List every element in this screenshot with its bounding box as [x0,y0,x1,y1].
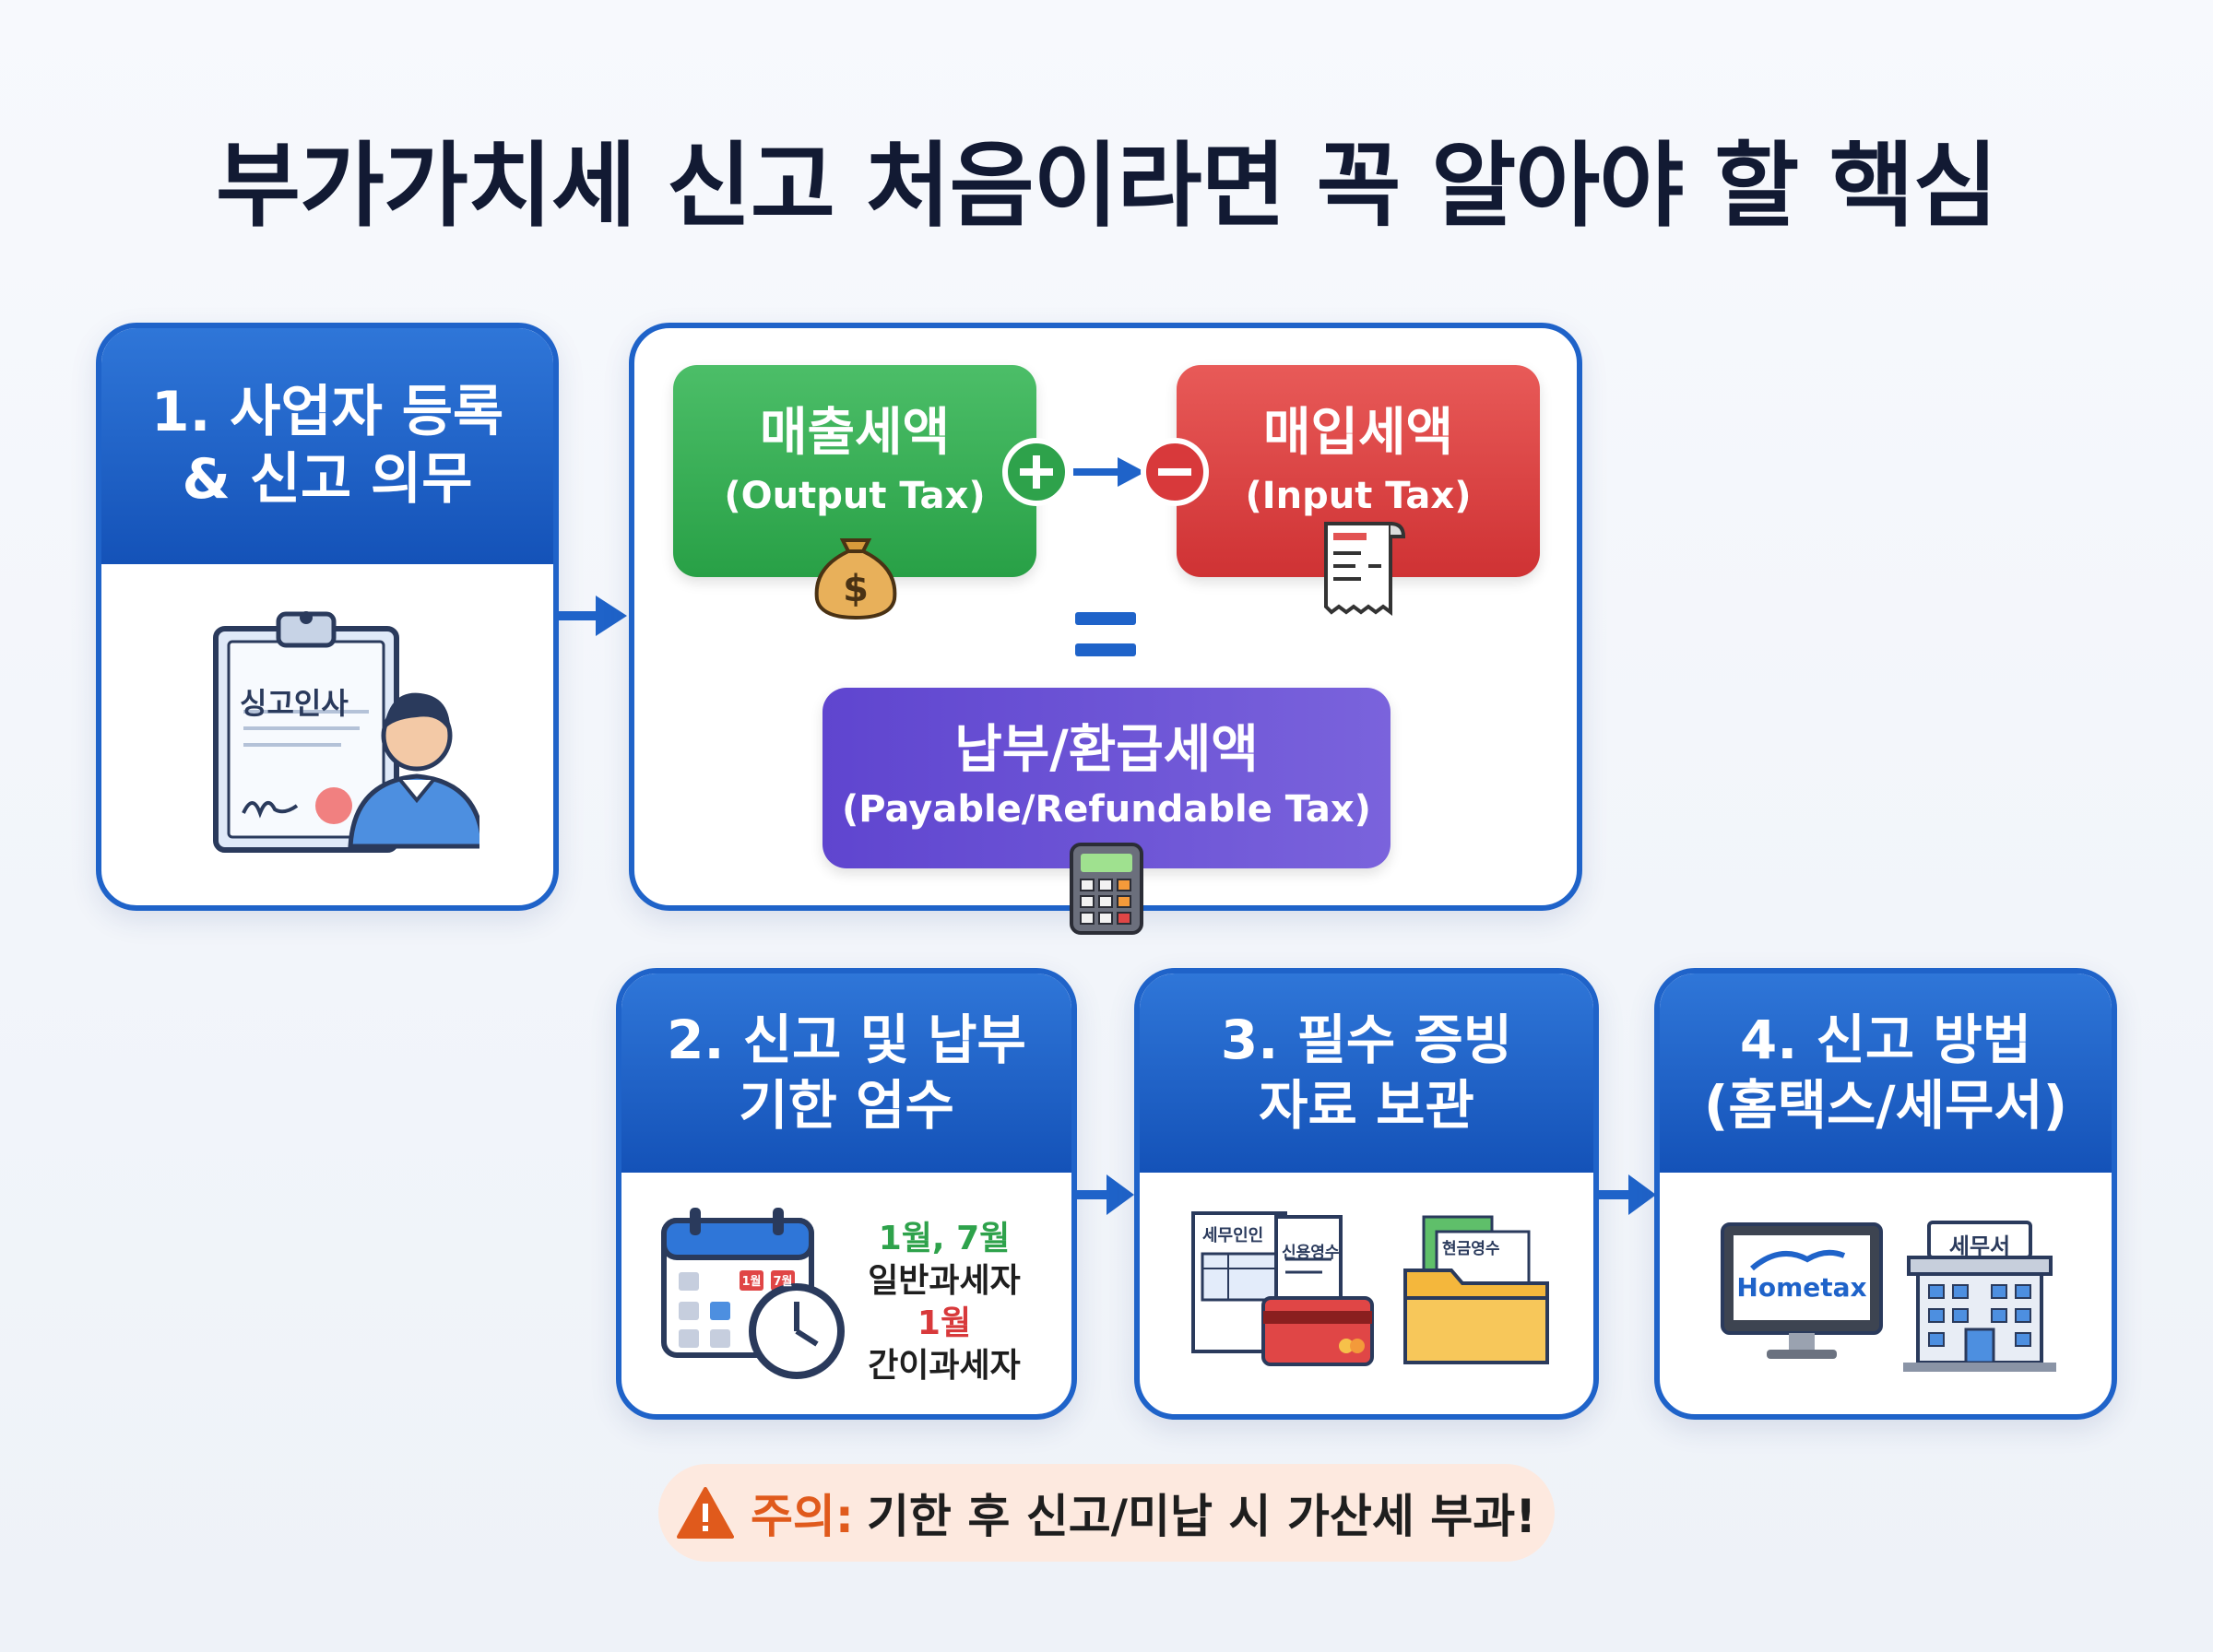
page-title: 부가가치세 신고 처음이라면 꼭 알아야 할 핵심 [216,132,1998,240]
equals-icon [1075,612,1136,656]
step2-body: 1월 7월 1월, 7월 일반과세자 1월 간이과세자 [621,1173,1071,1414]
output-tax-en: (Output Tax) [724,475,986,517]
result-tax-kr: 납부/환급세액 [954,720,1259,780]
step4-body: Hometax 세무서 [1660,1173,2112,1414]
step1-title-line2: & 신고 의무 [182,447,473,512]
step2-header: 2. 신고 및 납부 기한 엄수 [621,974,1071,1173]
svg-text:$: $ [843,568,869,610]
computer-monitor-icon [1721,1222,1883,1359]
step2-title-line1: 2. 신고 및 납부 [667,1009,1026,1072]
step3-header: 3. 필수 증빙 자료 보관 [1140,974,1593,1173]
result-tax-box: 납부/환급세액 (Payable/Refundable Tax) [822,688,1391,868]
arrow-step3-to-step4 [1597,1174,1656,1215]
calendar-badge-jan: 1월 [741,1275,762,1289]
input-tax-kr: 매입세액 [1262,403,1454,463]
step1-card: 1. 사업자 등록 & 신고 의무 싱고인사 [96,323,559,911]
step3-title-line2: 자료 보관 [1259,1074,1474,1137]
step4-card: 4. 신고 방법 (홈택스/세무서) Hometax 세무서 [1654,968,2117,1420]
warning-label: 주의: [750,1490,854,1543]
doc-tax-invoice-label: 세무인인 [1202,1226,1264,1245]
arrow-step2-to-step3 [1075,1174,1134,1215]
step1-title-line1: 1. 사업자 등록 [150,379,504,444]
step3-body: 세무인인 신용영수 현금영수 [1140,1173,1593,1414]
simple-date: 1월 [917,1304,972,1342]
hometax-logo-text: Hometax [1736,1272,1867,1303]
tax-office-building-icon [1903,1221,2056,1372]
minus-icon [1141,438,1209,506]
doc-card-receipt-label: 신용영수 [1282,1244,1340,1262]
documents-card-icon [1191,1211,1374,1366]
warning-banner: 주의: 기한 후 신고/미납 시 가산세 부과! [658,1464,1555,1562]
doc-cash-receipt-label: 현금영수 [1442,1240,1500,1258]
simple-taxpayer-label: 간이과세자 [868,1347,1021,1385]
folder-icon [1403,1215,1549,1364]
calendar-clock-icon [661,1208,845,1379]
output-tax-box: 매출세액 (Output Tax) [673,365,1036,577]
step1-body: 싱고인사 [101,564,553,905]
warning-icon [676,1487,734,1539]
step3-card: 3. 필수 증빙 자료 보관 세무인인 신용영수 현금영수 [1134,968,1599,1420]
general-date: 1월, 7월 [878,1220,1011,1257]
warning-text: 기한 후 신고/미납 시 가산세 부과! [866,1490,1537,1543]
step4-header: 4. 신고 방법 (홈택스/세무서) [1660,974,2112,1173]
general-taxpayer-label: 일반과세자 [868,1262,1021,1300]
step1-header: 1. 사업자 등록 & 신고 의무 [101,328,553,564]
money-bag-icon: $ [814,538,897,620]
step4-title-line1: 4. 신고 방법 [1739,1009,2032,1072]
calculator-icon [1070,843,1143,935]
arrow-plus-to-minus [1073,457,1145,487]
step2-title-line2: 기한 엄수 [739,1074,954,1137]
tax-office-sign: 세무서 [1948,1233,2011,1259]
arrow-step1-to-formula [555,596,627,636]
result-tax-en: (Payable/Refundable Tax) [842,788,1371,831]
output-tax-kr: 매출세액 [759,403,951,463]
step2-card: 2. 신고 및 납부 기한 엄수 1월 7월 1월, 7월 일반과세자 1월 간… [616,968,1077,1420]
step3-title-line1: 3. 필수 증빙 [1220,1009,1513,1072]
step1-doc-label: 싱고인사 [240,686,349,721]
input-tax-en: (Input Tax) [1245,475,1472,517]
clipboard-person-icon [213,611,479,853]
calendar-badge-jul: 7월 [773,1275,793,1289]
step4-title-line2: (홈택스/세무서) [1703,1074,2068,1137]
plus-icon [1002,438,1071,506]
receipt-icon [1324,522,1406,616]
